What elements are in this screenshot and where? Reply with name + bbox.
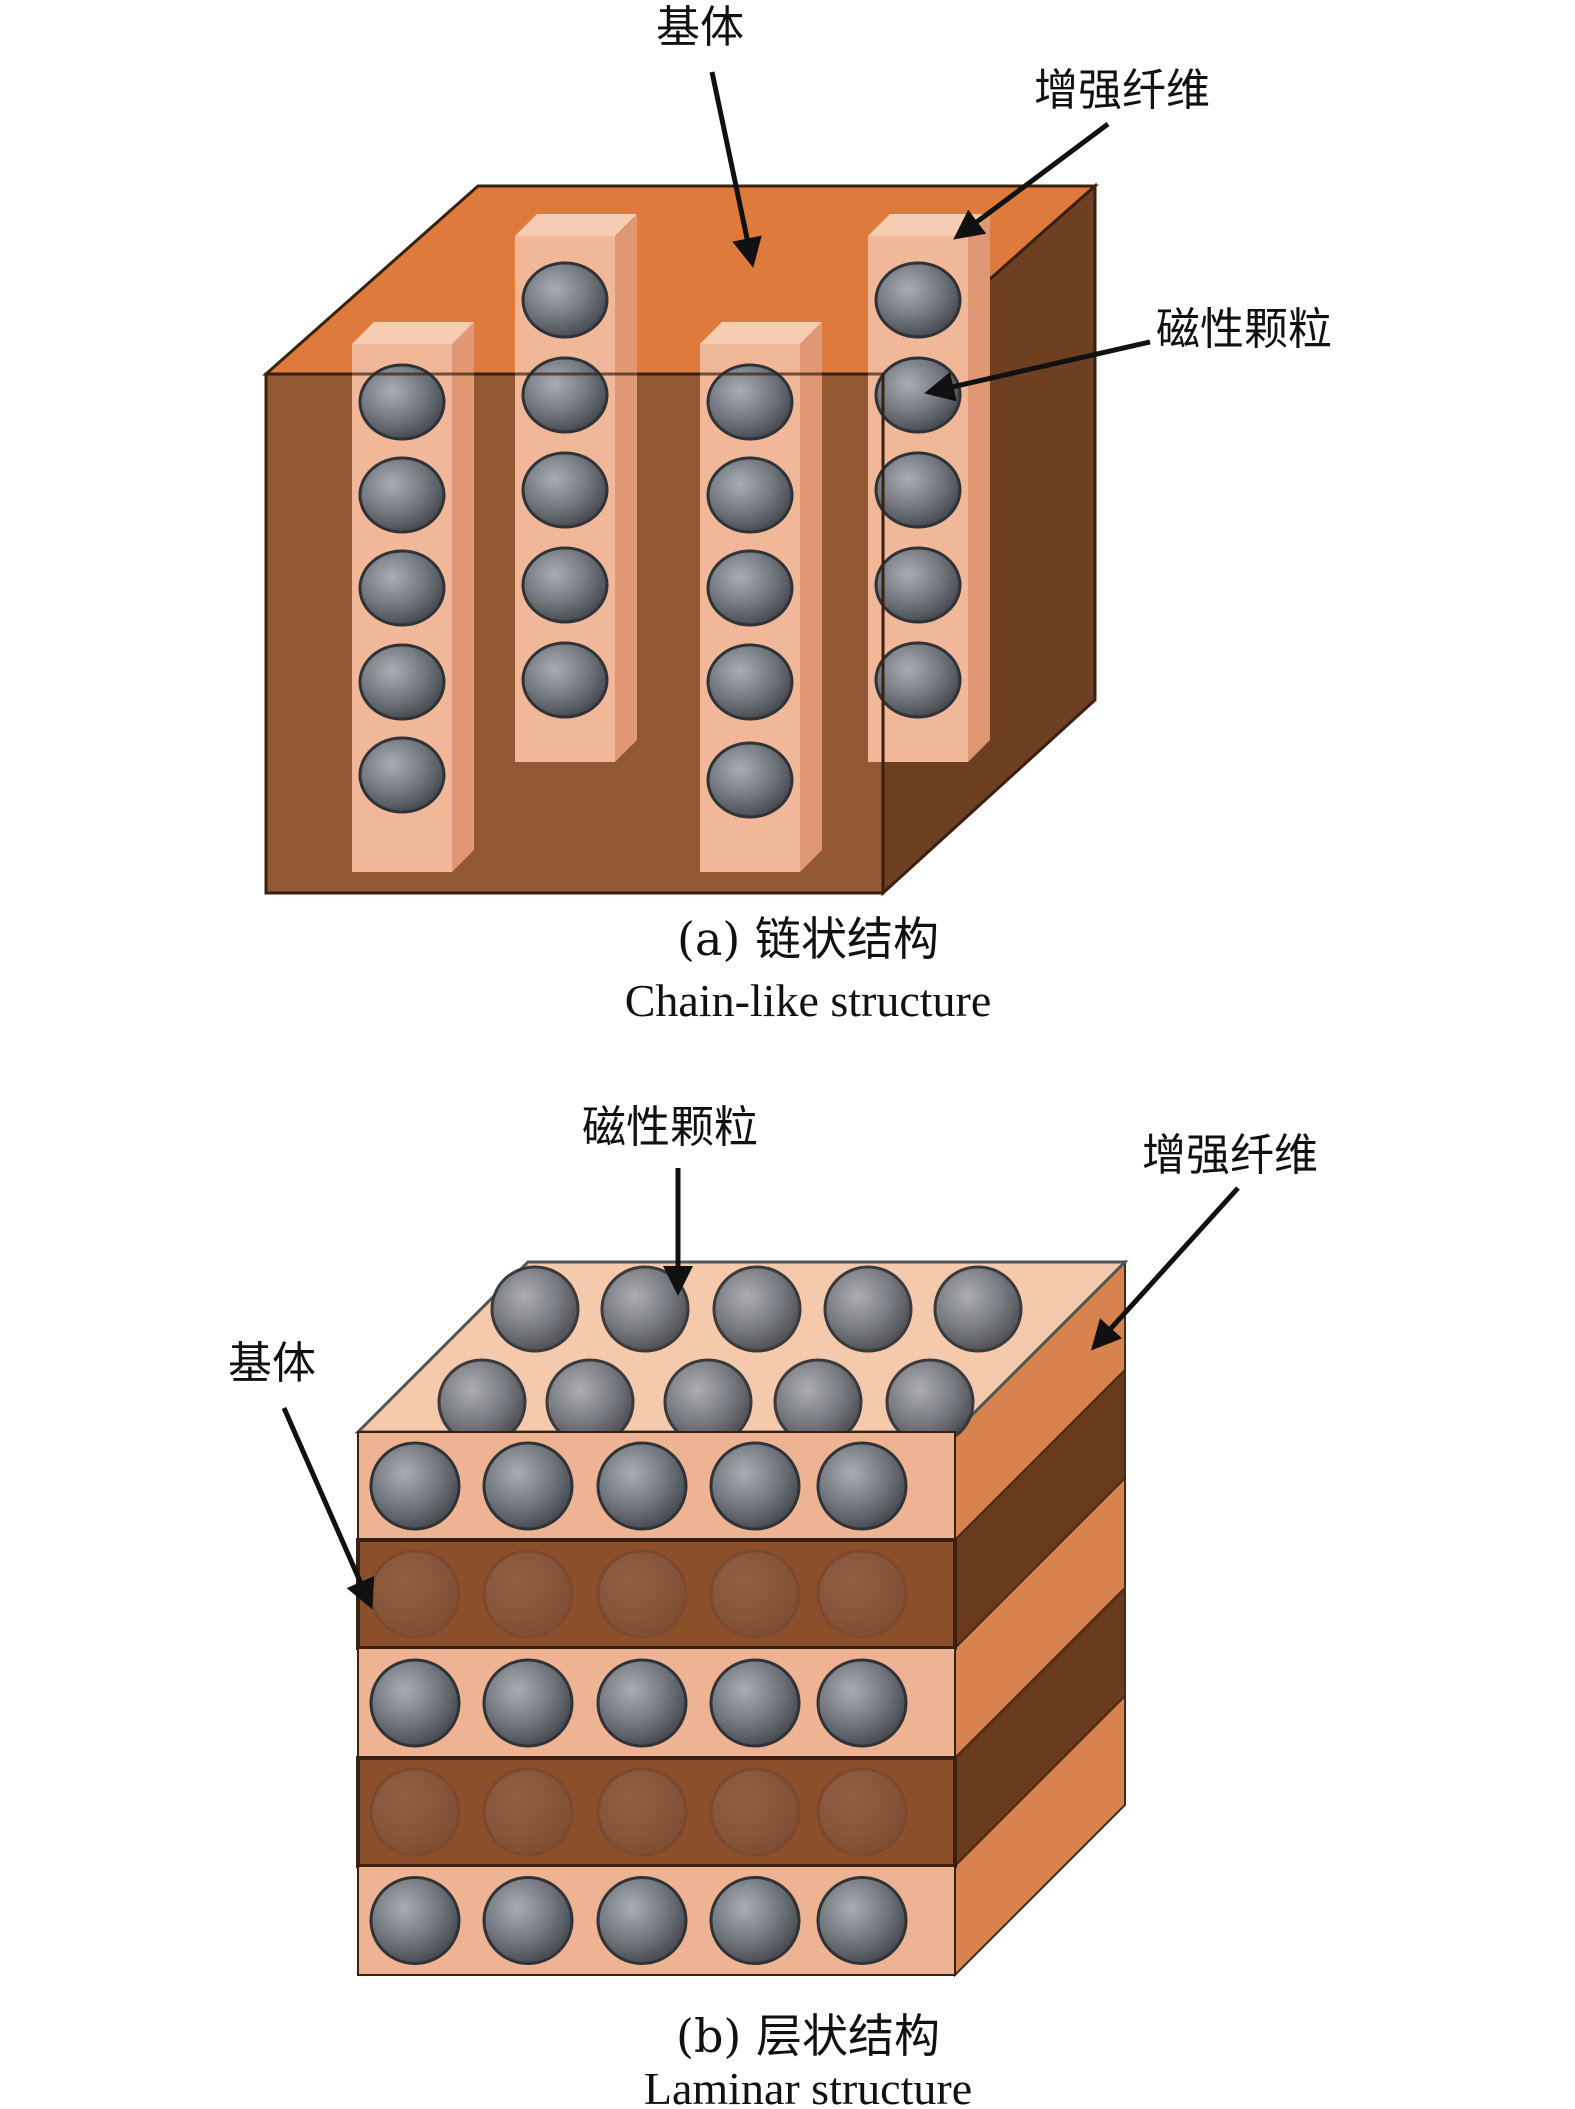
caption-a-en: Chain-like structure — [625, 975, 992, 1026]
magnetic-particle — [358, 549, 446, 627]
magnetic-particle — [816, 1767, 908, 1857]
magnetic-particle — [709, 1549, 801, 1639]
fiber-side — [615, 214, 637, 762]
magnetic-particle — [600, 1265, 690, 1353]
magnetic-particle — [521, 641, 609, 719]
arrow-matrix — [709, 71, 762, 268]
magnetic-particle — [816, 1876, 908, 1965]
laminar-side-face — [953, 1259, 1127, 1978]
magnetic-particle — [482, 1549, 574, 1639]
magnetic-particle — [482, 1658, 574, 1748]
magnetic-particle — [874, 451, 962, 529]
magnetic-particle — [709, 1876, 801, 1965]
label-particle-b: 磁性颗粒 — [582, 1102, 758, 1153]
caption-b-en: Laminar structure — [644, 2063, 972, 2109]
label-matrix: 基体 — [656, 2, 744, 53]
magnetic-particles — [266, 261, 962, 893]
magnetic-particle — [816, 1441, 908, 1531]
magnetic-particle — [933, 1265, 1023, 1353]
magnetic-particle — [706, 456, 794, 534]
magnetic-particle — [706, 741, 794, 819]
caption-b-zh: (b) 层状结构 — [676, 2009, 940, 2063]
magnetic-particle — [823, 1265, 913, 1353]
magnetic-particle — [482, 1876, 574, 1965]
magnetic-particle — [712, 1265, 802, 1353]
magnetic-particle — [358, 736, 446, 814]
magnetic-particle — [706, 549, 794, 627]
magnetic-particle — [490, 1265, 580, 1353]
magnetic-particle — [874, 641, 962, 719]
magnetic-particle — [709, 1658, 801, 1748]
laminar-figure: 磁性颗粒 增强纤维 基体 (b) 层状结构 Laminar structure — [228, 1102, 1318, 2109]
fiber-cap — [700, 322, 822, 344]
fiber-cap — [515, 214, 637, 236]
arrow-fiber — [953, 121, 1110, 240]
magnetic-particle — [521, 261, 609, 339]
magnetic-particle — [369, 1876, 461, 1965]
magnetic-particle — [482, 1441, 574, 1531]
magnetic-particle — [709, 1767, 801, 1857]
caption-a-zh: (a) 链状结构 — [677, 912, 939, 966]
fiber-side — [800, 322, 822, 872]
magnetic-particle — [596, 1549, 688, 1639]
label-particle: 磁性颗粒 — [1156, 304, 1332, 355]
magnetic-particle — [596, 1658, 688, 1748]
magnetic-particle — [709, 1441, 801, 1531]
fiber-cap — [352, 322, 474, 344]
magnetic-particle — [596, 1767, 688, 1857]
magnetic-particle — [358, 456, 446, 534]
fiber-side — [452, 322, 474, 872]
magnetic-particle — [816, 1549, 908, 1639]
layer-magnetic-particles — [369, 1441, 908, 1965]
arrow-particle — [924, 339, 1151, 402]
magnetic-particle — [874, 356, 962, 434]
magnetic-particle — [358, 643, 446, 721]
magnetic-particle — [874, 546, 962, 624]
fiber-side — [968, 214, 990, 762]
magnetic-particle — [596, 1876, 688, 1965]
top-magnetic-particles — [437, 1265, 1023, 1446]
magnetic-particle — [706, 363, 794, 441]
magnetic-particle — [521, 356, 609, 434]
magnetic-particle — [816, 1658, 908, 1748]
magnetic-particle — [369, 1767, 461, 1857]
arrow-fiber-b — [1090, 1186, 1240, 1351]
magnetic-particle — [369, 1658, 461, 1748]
magnetic-particle — [706, 643, 794, 721]
label-fiber: 增强纤维 — [1034, 65, 1210, 116]
magnetic-particle — [521, 451, 609, 529]
magnetic-particle — [358, 363, 446, 441]
arrow-matrix-b — [281, 1406, 375, 1610]
magnetic-particle — [369, 1441, 461, 1531]
chain-like-figure: 基体 增强纤维 磁性颗粒 (a) 链状结构 Chain-like structu… — [262, 2, 1332, 1026]
magnetic-particle — [596, 1441, 688, 1531]
magnetic-particle — [521, 546, 609, 624]
magnetic-particle — [874, 261, 962, 339]
label-fiber-b: 增强纤维 — [1142, 1130, 1318, 1181]
magnetic-particle — [369, 1549, 461, 1639]
magnetic-particle — [482, 1767, 574, 1857]
label-matrix-b: 基体 — [228, 1338, 316, 1389]
